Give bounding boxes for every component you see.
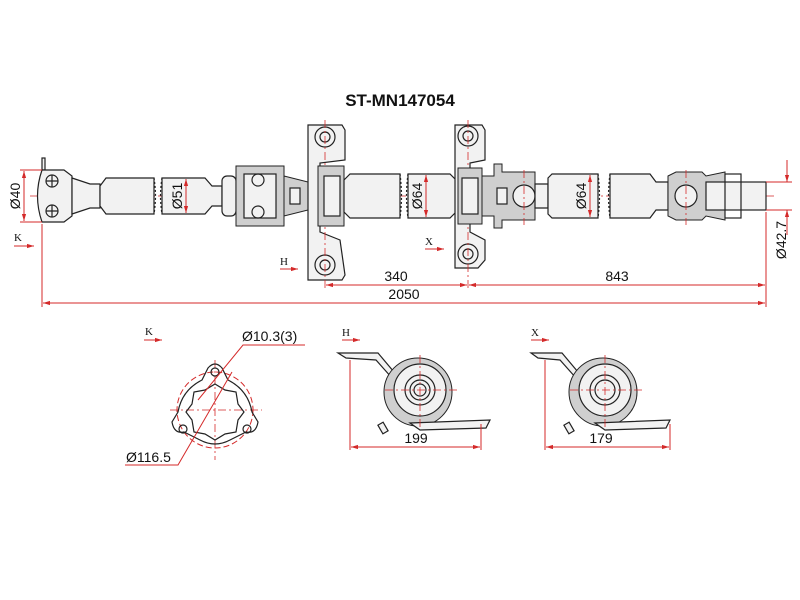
view-marker-h: H bbox=[280, 256, 298, 272]
front-flange bbox=[36, 157, 101, 223]
svg-text:2050: 2050 bbox=[388, 286, 419, 302]
view-marker-x: X bbox=[425, 236, 444, 252]
dimension-diameter-42-7: Ø42.7 bbox=[766, 160, 792, 259]
svg-text:K: K bbox=[14, 232, 22, 244]
dimension-diameter-40: Ø40 bbox=[7, 169, 42, 223]
pcd-diameter-label: Ø116.5 bbox=[126, 449, 171, 465]
svg-text:H: H bbox=[342, 327, 350, 339]
part-number-title: ST-MN147054 bbox=[345, 91, 455, 110]
detail-view-h-bearing: H 199 bbox=[335, 327, 491, 450]
driveshaft-main-view: Ø40 Ø51 Ø64 Ø64 Ø42.7 K H bbox=[7, 120, 792, 307]
svg-text:340: 340 bbox=[384, 268, 408, 284]
tube-section-1 bbox=[99, 177, 223, 215]
center-bearing-bracket-1 bbox=[307, 120, 346, 290]
detail-view-k-flange: K Ø10.3(3) Ø116.5 bbox=[125, 326, 305, 466]
dimension-length-843: 843 bbox=[469, 268, 765, 288]
svg-text:Ø42.7: Ø42.7 bbox=[773, 221, 789, 259]
svg-text:Ø64: Ø64 bbox=[409, 183, 425, 210]
svg-text:Ø51: Ø51 bbox=[169, 183, 185, 210]
svg-text:Ø64: Ø64 bbox=[573, 183, 589, 210]
svg-text:H: H bbox=[280, 256, 288, 268]
bracket-width-179: 179 bbox=[589, 430, 613, 446]
svg-text:K: K bbox=[145, 326, 153, 338]
dimension-diameter-64-b: Ø64 bbox=[573, 175, 593, 217]
bolt-hole-diameter-label: Ø10.3(3) bbox=[242, 328, 297, 344]
dimension-length-2050: 2050 bbox=[43, 286, 765, 306]
svg-text:X: X bbox=[531, 327, 539, 339]
detail-view-x-bearing: X 179 bbox=[529, 327, 671, 450]
view-marker-k: K bbox=[14, 232, 34, 249]
cv-joint-1 bbox=[221, 165, 309, 227]
svg-text:X: X bbox=[425, 236, 433, 248]
bolt-hole bbox=[210, 367, 220, 377]
universal-joint-2 bbox=[481, 163, 549, 229]
tube-section-2 bbox=[343, 173, 457, 219]
slip-yoke bbox=[667, 170, 767, 225]
svg-text:843: 843 bbox=[605, 268, 629, 284]
center-bearing-bracket-2 bbox=[454, 120, 486, 290]
svg-text:Ø40: Ø40 bbox=[7, 183, 23, 210]
dimension-diameter-51: Ø51 bbox=[169, 179, 189, 213]
dimension-diameter-64-a: Ø64 bbox=[409, 175, 429, 217]
bolt-hole bbox=[178, 424, 188, 434]
dimension-length-340: 340 bbox=[326, 268, 467, 288]
bolt-hole bbox=[242, 424, 252, 434]
bracket-width-199: 199 bbox=[404, 430, 428, 446]
tube-section-3 bbox=[547, 173, 669, 219]
